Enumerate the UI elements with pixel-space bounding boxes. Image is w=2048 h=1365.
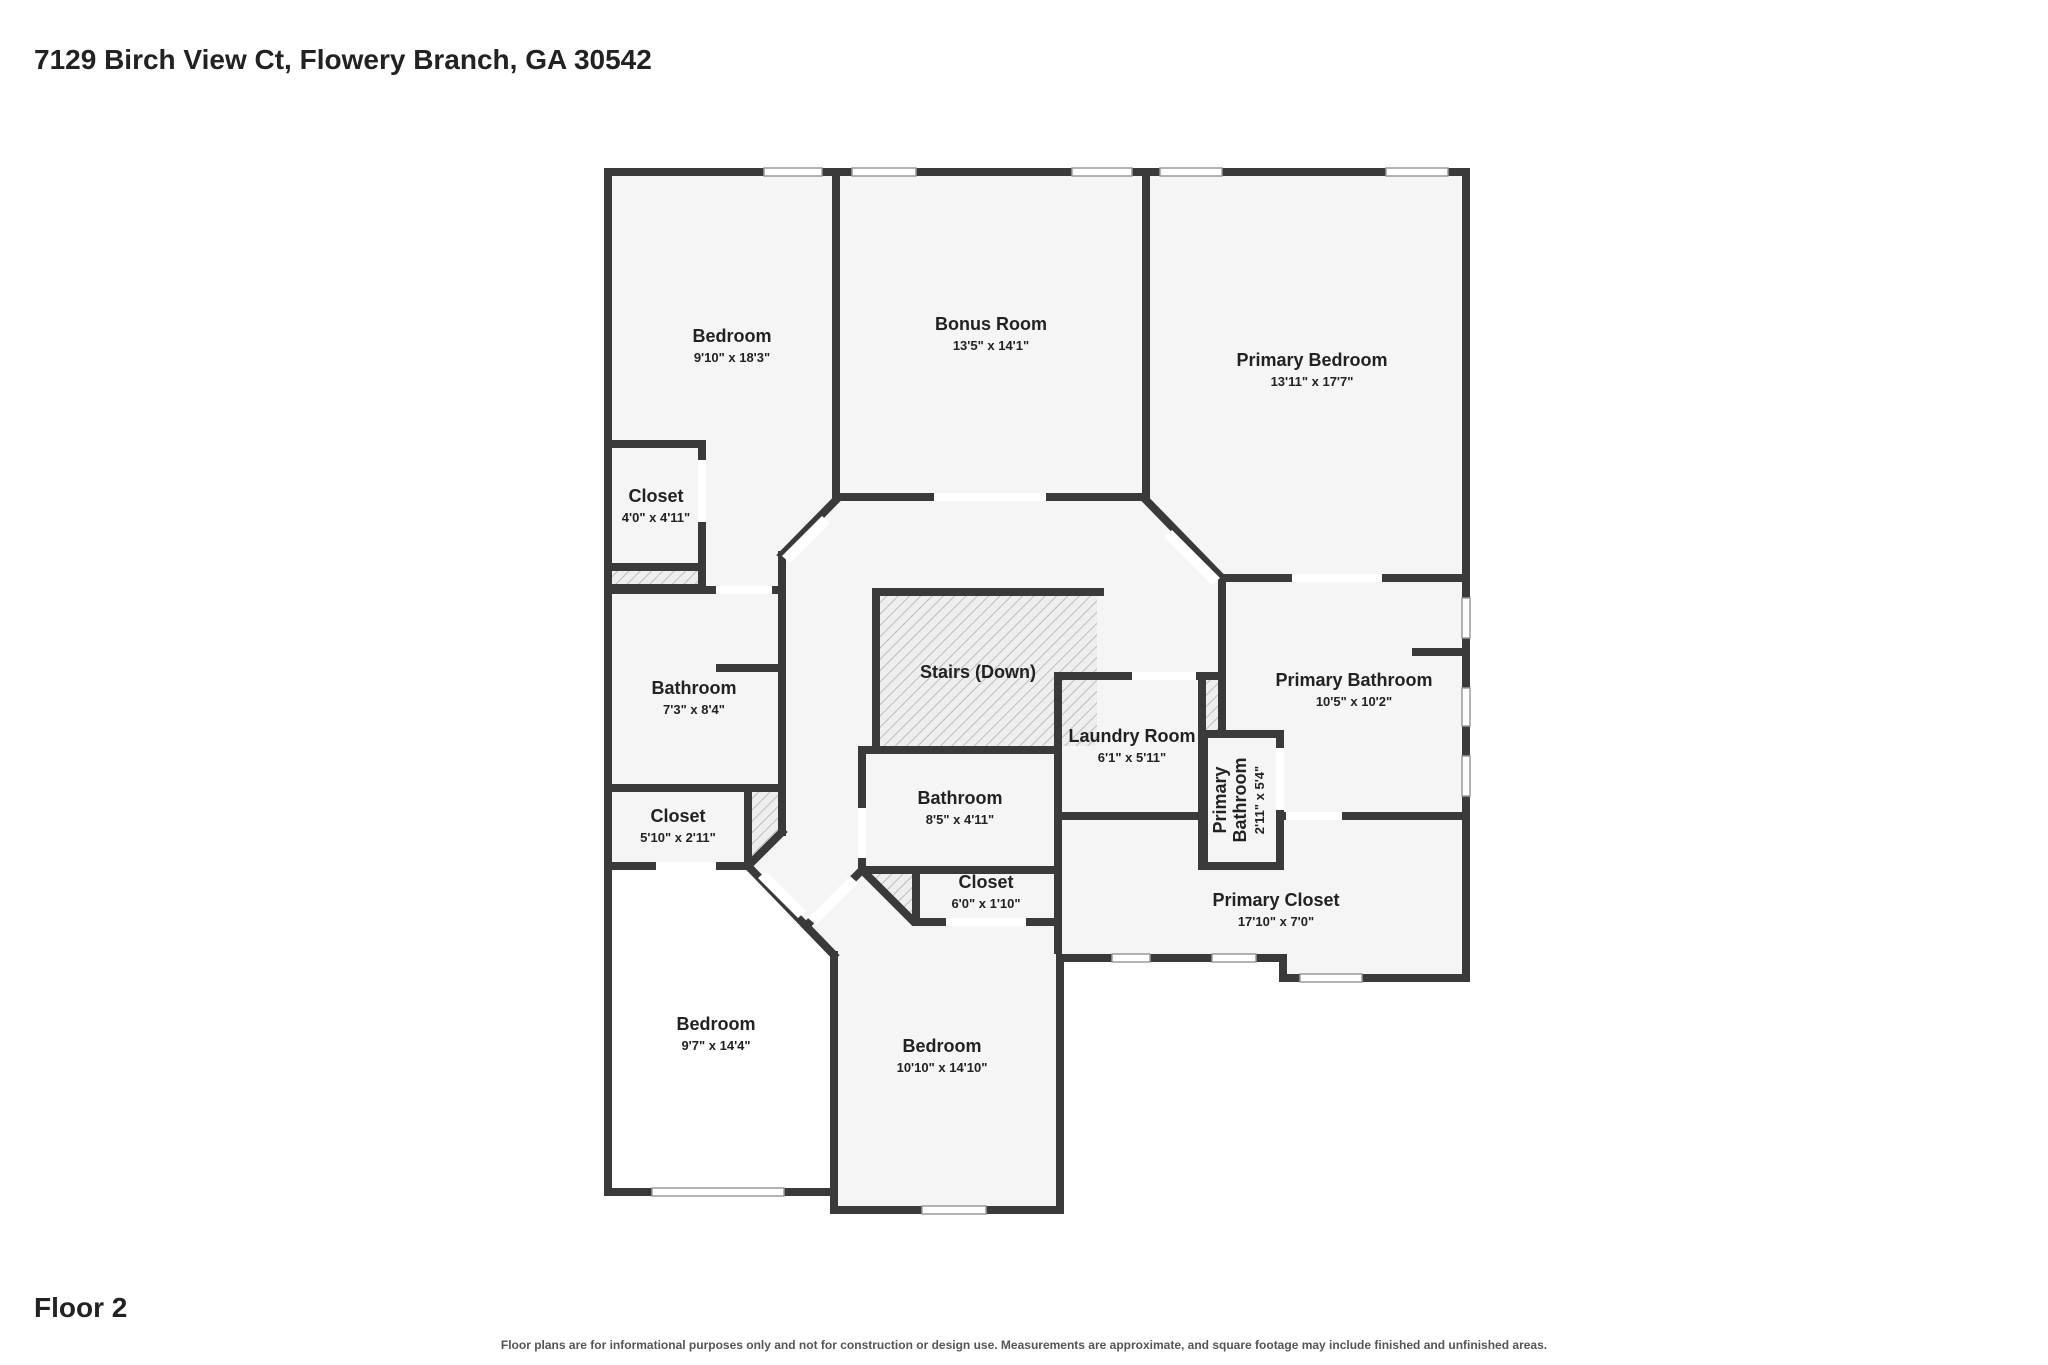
doorways [656,460,1382,926]
dims-closet-center: 6'0" x 1'10" [951,896,1020,911]
dims-laundry-room: 6'1" x 5'11" [1098,750,1166,765]
disclaimer: Floor plans are for informational purpos… [500,1338,1548,1352]
dims-primary-bathroom: 10'5" x 10'2" [1316,694,1392,709]
label-bedroom-s: Bedroom [902,1036,981,1056]
label-primary-bathroom: Primary Bathroom [1275,670,1432,690]
label-bedroom-nw: Bedroom [692,326,771,346]
dims-bedroom-nw: 9'10" x 18'3" [694,350,770,365]
label-group-primary-bathroom-small: Primary Bathroom 2'11" x 5'4" [1210,758,1267,843]
hatch-closet-nw [612,570,698,588]
dims-closet-w: 5'10" x 2'11" [640,830,716,845]
label-primary-closet: Primary Closet [1212,890,1339,910]
label-closet-center: Closet [958,872,1013,892]
label-bathroom-center: Bathroom [918,788,1003,808]
label-primary-bathroom-small-1: Primary [1210,766,1230,833]
dims-closet-nw: 4'0" x 4'11" [622,510,690,525]
dims-primary-closet: 17'10" x 7'0" [1238,914,1314,929]
floor-label: Floor 2 [34,1292,128,1323]
dims-bathroom-center: 8'5" x 4'11" [926,812,994,827]
label-bedroom-sw: Bedroom [676,1014,755,1034]
property-address: 7129 Birch View Ct, Flowery Branch, GA 3… [34,44,652,75]
dims-primary-bathroom-small: 2'11" x 5'4" [1252,766,1267,834]
hatch-laundry-side [1206,678,1220,732]
dims-bonus-room: 13'5" x 14'1" [953,338,1029,353]
dims-primary-bedroom: 13'11" x 17'7" [1271,374,1354,389]
label-primary-bathroom-small-2: Bathroom [1230,758,1250,843]
hatch-closet-w [752,792,778,856]
label-bonus-room: Bonus Room [935,314,1047,334]
dims-bedroom-s: 10'10" x 14'10" [897,1060,988,1075]
label-closet-w: Closet [650,806,705,826]
label-bathroom-w: Bathroom [652,678,737,698]
label-primary-bedroom: Primary Bedroom [1236,350,1387,370]
label-closet-nw: Closet [628,486,683,506]
windows [651,167,1471,1215]
dims-bedroom-sw: 9'7" x 14'4" [681,1038,750,1053]
label-laundry-room: Laundry Room [1068,726,1195,746]
dims-bathroom-w: 7'3" x 8'4" [663,702,725,717]
label-stairs: Stairs (Down) [920,662,1036,682]
